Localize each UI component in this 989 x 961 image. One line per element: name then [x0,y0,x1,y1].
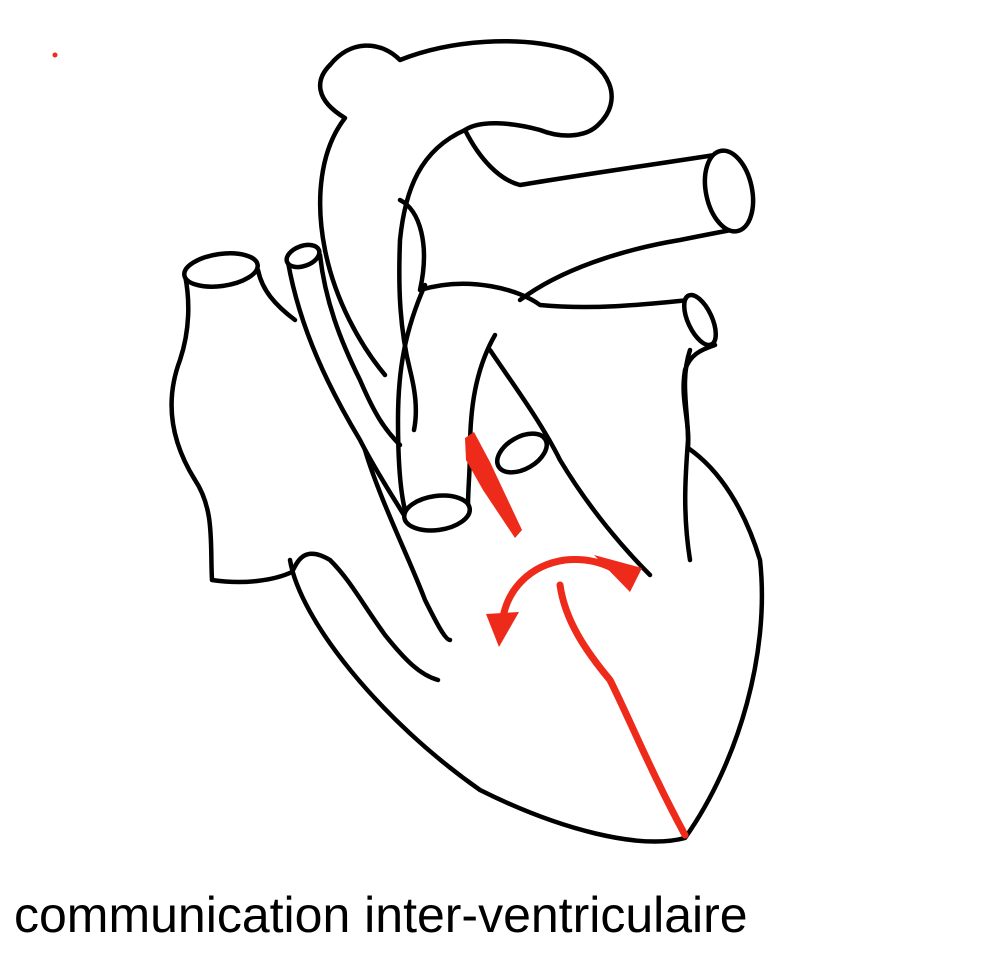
right-ventricle-wall [362,447,453,643]
interventricular-septum [556,581,689,839]
ascending-aorta [397,127,468,433]
right-vessel-opening [681,292,719,348]
descending-trunk-opening [401,493,473,533]
small-vessel-opening [495,431,549,475]
shunt-arrowhead-left [486,612,519,647]
aortic-arch [327,39,614,138]
pulmonary-artery [462,127,745,303]
shunt-arrowhead-right [594,555,642,592]
shunt-arrow-curve [498,556,616,629]
right-atrium [169,272,441,683]
pulmonary-artery-opening [702,148,756,234]
heart-outline [287,342,765,844]
pulmonary-vessel-left-opening [284,242,322,270]
aortic-arch-inner [317,62,388,378]
left-atrium-wall [682,347,693,563]
superior-vena-cava-opening [182,251,260,289]
aortic-root [397,197,693,310]
pulmonary-vessel-left [285,252,413,528]
septal-defect-marker [465,432,522,538]
diagram-caption: communication inter-ventriculaire [14,887,748,943]
marker-dot [52,52,58,58]
left-ventricle-wall [487,347,653,578]
